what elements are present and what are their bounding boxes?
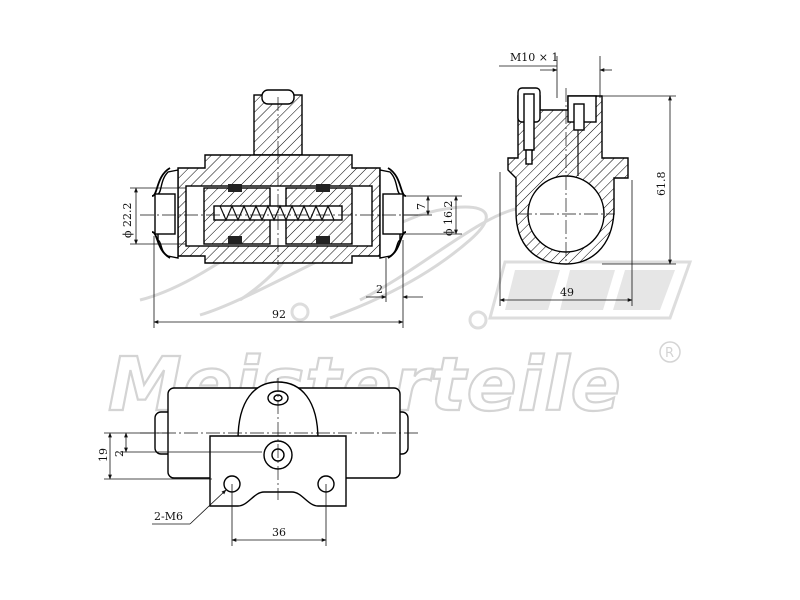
- front-section-view: ϕ 22.2 7 ϕ 16.2 2 92: [121, 89, 462, 328]
- dim-thread: M10 × 1: [510, 51, 558, 64]
- dim-width: 49: [560, 286, 574, 299]
- registered-mark: R: [665, 346, 674, 361]
- side-section-view: M10 × 1 61.8 49: [499, 51, 676, 306]
- dim-bottom-offset: 2: [113, 450, 126, 457]
- dim-bore-diameter: ϕ 22.2: [121, 203, 134, 239]
- dim-port-offset: 7: [415, 203, 428, 210]
- bleed-screw: [517, 87, 541, 165]
- dim-hole-spacing: 36: [272, 526, 286, 539]
- dim-end-gap: 2: [376, 283, 383, 296]
- dim-bottom-height: 19: [97, 448, 110, 462]
- dim-mount-holes: 2-M6: [154, 510, 183, 523]
- bottom-view: 19 2 2-M6 36: [97, 378, 420, 546]
- threaded-port: [567, 95, 597, 176]
- registered-mark-icon: R: [659, 341, 681, 363]
- dim-overall-length: 92: [272, 308, 286, 321]
- dim-height: 61.8: [655, 172, 668, 197]
- dim-port-diameter: ϕ 16.2: [442, 201, 455, 237]
